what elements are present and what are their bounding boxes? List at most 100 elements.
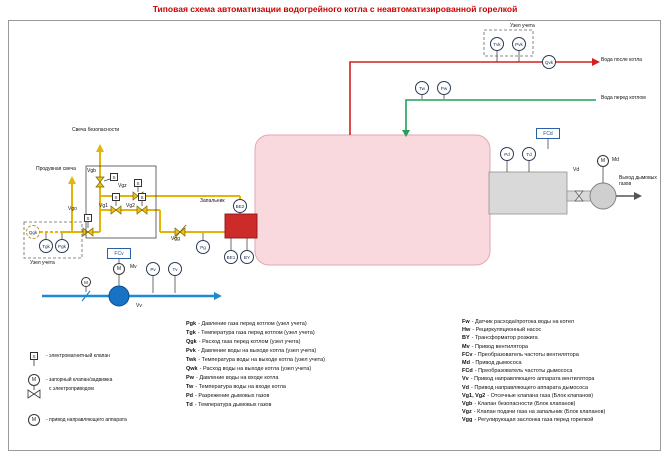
vgo-valve: [82, 227, 89, 237]
tag-be2: BE2: [233, 199, 247, 213]
vgz-valve: [132, 191, 139, 201]
legend-desc: - Давление газа перед котлом (узел учета…: [198, 321, 307, 327]
legend-row: Vd- Привод направляющего аппарата дымосо…: [462, 384, 605, 392]
vd-damper-valve: [574, 190, 584, 197]
fcv-box: FCv: [107, 248, 131, 259]
legend-term: Qgk: [186, 339, 197, 345]
legend-row: Pd- Разрежение дымовых газов: [186, 392, 325, 401]
boxes: [23, 29, 534, 259]
gas-metering-label: Узел учета: [30, 260, 55, 266]
legend-row: Tgk- Температура газа перед котлом (узел…: [186, 329, 325, 338]
legend-desc: - Клапан безопасности (Блок клапанов): [474, 400, 576, 407]
tag-be1: BE1: [224, 250, 238, 264]
legend-row: Vgb- Клапан безопасности (Блок клапанов): [462, 400, 605, 408]
legend-desc: - Температура газа перед котлом (узел уч…: [197, 330, 315, 336]
legend-row: Vg1, Vg2- Отсечные клапана газа (Блок кл…: [462, 392, 605, 400]
legend-term: Hw: [462, 327, 471, 334]
diagram-title: Типовая схема автоматизации водогрейного…: [152, 4, 518, 14]
legend-desc: - Температура дымовых газов: [194, 402, 272, 408]
legend-term: Pd: [186, 393, 194, 399]
legend-term: Pvk: [186, 348, 196, 354]
tag-pg: Pg: [196, 240, 210, 254]
vgb-valve: [95, 176, 105, 183]
water-out-pipe: [349, 58, 600, 135]
drawing-frame: [8, 20, 661, 451]
tag-tvk: Tvk: [490, 37, 504, 51]
gas-valves: [82, 176, 187, 240]
vd-label: Vd: [573, 167, 580, 173]
tag-pd: Pd: [500, 147, 514, 161]
mv-label: Mv: [130, 264, 137, 270]
legend-motor-symbol: M: [28, 374, 40, 386]
instrument-stems: [45, 51, 604, 293]
legend-row: FCv- Преобразователь частоты вентилятора: [462, 351, 605, 359]
legend-desc: - Датчик расхода/протока воды на котел: [471, 319, 575, 325]
legend-center: Pgk- Давление газа перед котлом (узел уч…: [186, 320, 325, 410]
smoke-exhauster-fan: [589, 182, 617, 210]
legend-row: Hw- Рециркуляционный насос: [462, 326, 605, 334]
vv-guide-vane: [81, 290, 91, 302]
legend-desc: - Привод направляющего аппарата дымососа: [471, 384, 589, 391]
legend-desc: - Клапан подачи газа на запальник (Блок …: [473, 409, 606, 416]
air-flow-arrow: [214, 292, 222, 300]
legend-row: Vv- Привод направляющего аппарата вентил…: [462, 375, 605, 383]
vgb-label: Vgb: [87, 168, 96, 174]
legend-row: Td- Температура дымовых газов: [186, 401, 325, 410]
legend-term: Vd: [462, 384, 470, 391]
flue-out-label: Выход дымовых газов: [619, 175, 657, 187]
legend-term: Md: [462, 359, 470, 366]
boiler-body: [254, 134, 491, 266]
md-label: Md: [612, 157, 619, 163]
tag-pv: Pv: [146, 262, 160, 276]
legend-term: FCd: [462, 368, 473, 375]
vg2-solenoid: S: [138, 193, 146, 201]
tag-td: Td: [522, 147, 536, 161]
legend-row: Vgg- Регулирующая заслонка газа перед го…: [462, 416, 605, 424]
water-in-arrow: [402, 130, 410, 137]
tag-pgk: Pgk: [55, 239, 69, 253]
vg1-solenoid: S: [112, 193, 120, 201]
air-duct: [42, 290, 222, 302]
tag-pw: Pw: [437, 81, 451, 95]
legend-term: Vg1, Vg2: [462, 392, 486, 399]
igniter-label: Запальник: [200, 198, 225, 204]
legend-term: Vgg: [462, 417, 473, 424]
water-out-label: Вода после котла: [601, 57, 642, 63]
vgb-solenoid: S: [110, 173, 118, 181]
tag-tv: Tv: [168, 262, 182, 276]
tag-tgk: Tgk: [39, 239, 53, 253]
flue-out-arrow: [634, 192, 642, 200]
mv-motor: M: [113, 263, 125, 275]
valve-block-box: [85, 165, 157, 239]
legend-solenoid-symbol: S: [30, 352, 38, 360]
legend-row: BY- Трансформатор розжига: [462, 334, 605, 342]
legend-motor-valve: [27, 389, 35, 399]
vg2-label: Vg2: [126, 203, 135, 209]
legend-term: Qwk: [186, 366, 198, 372]
legend-desc: - Разрежение дымовых газов: [195, 393, 270, 399]
vg1-valve: [110, 205, 117, 215]
md-motor: M: [597, 155, 609, 167]
water-metering-box: [483, 29, 534, 57]
vv-label: Vv: [136, 303, 142, 309]
legend-desc: - Регулирующая заслонка газа перед горел…: [474, 417, 594, 424]
legend-term: Pw: [186, 375, 194, 381]
legend-desc: - Давление воды на выходе котла (узел уч…: [197, 348, 317, 354]
safety-vent-label: Свеча безопасности: [72, 127, 120, 133]
flue-duct: [488, 171, 642, 215]
legend-term: Pgk: [186, 321, 197, 327]
vv-motor: M: [81, 277, 91, 287]
legend-symbols: [27, 360, 41, 399]
legend-desc: - Температура воды на выходе котла (узел…: [198, 357, 326, 363]
legend-desc: - Отсечные клапана газа (Блок клапанов): [487, 392, 594, 399]
legend-term: Vgz: [462, 409, 472, 416]
legend-desc: - Давление воды на входе котла: [195, 375, 279, 381]
vg2-valve: [136, 205, 143, 215]
vgg-label: Vgg: [171, 236, 180, 242]
tag-qgk: Qgk: [26, 225, 40, 239]
vgz-label: Vgz: [118, 183, 127, 189]
purge-vent-label: Продувная свеча: [36, 166, 76, 172]
legend-row: Md- Привод дымососа: [462, 359, 605, 367]
